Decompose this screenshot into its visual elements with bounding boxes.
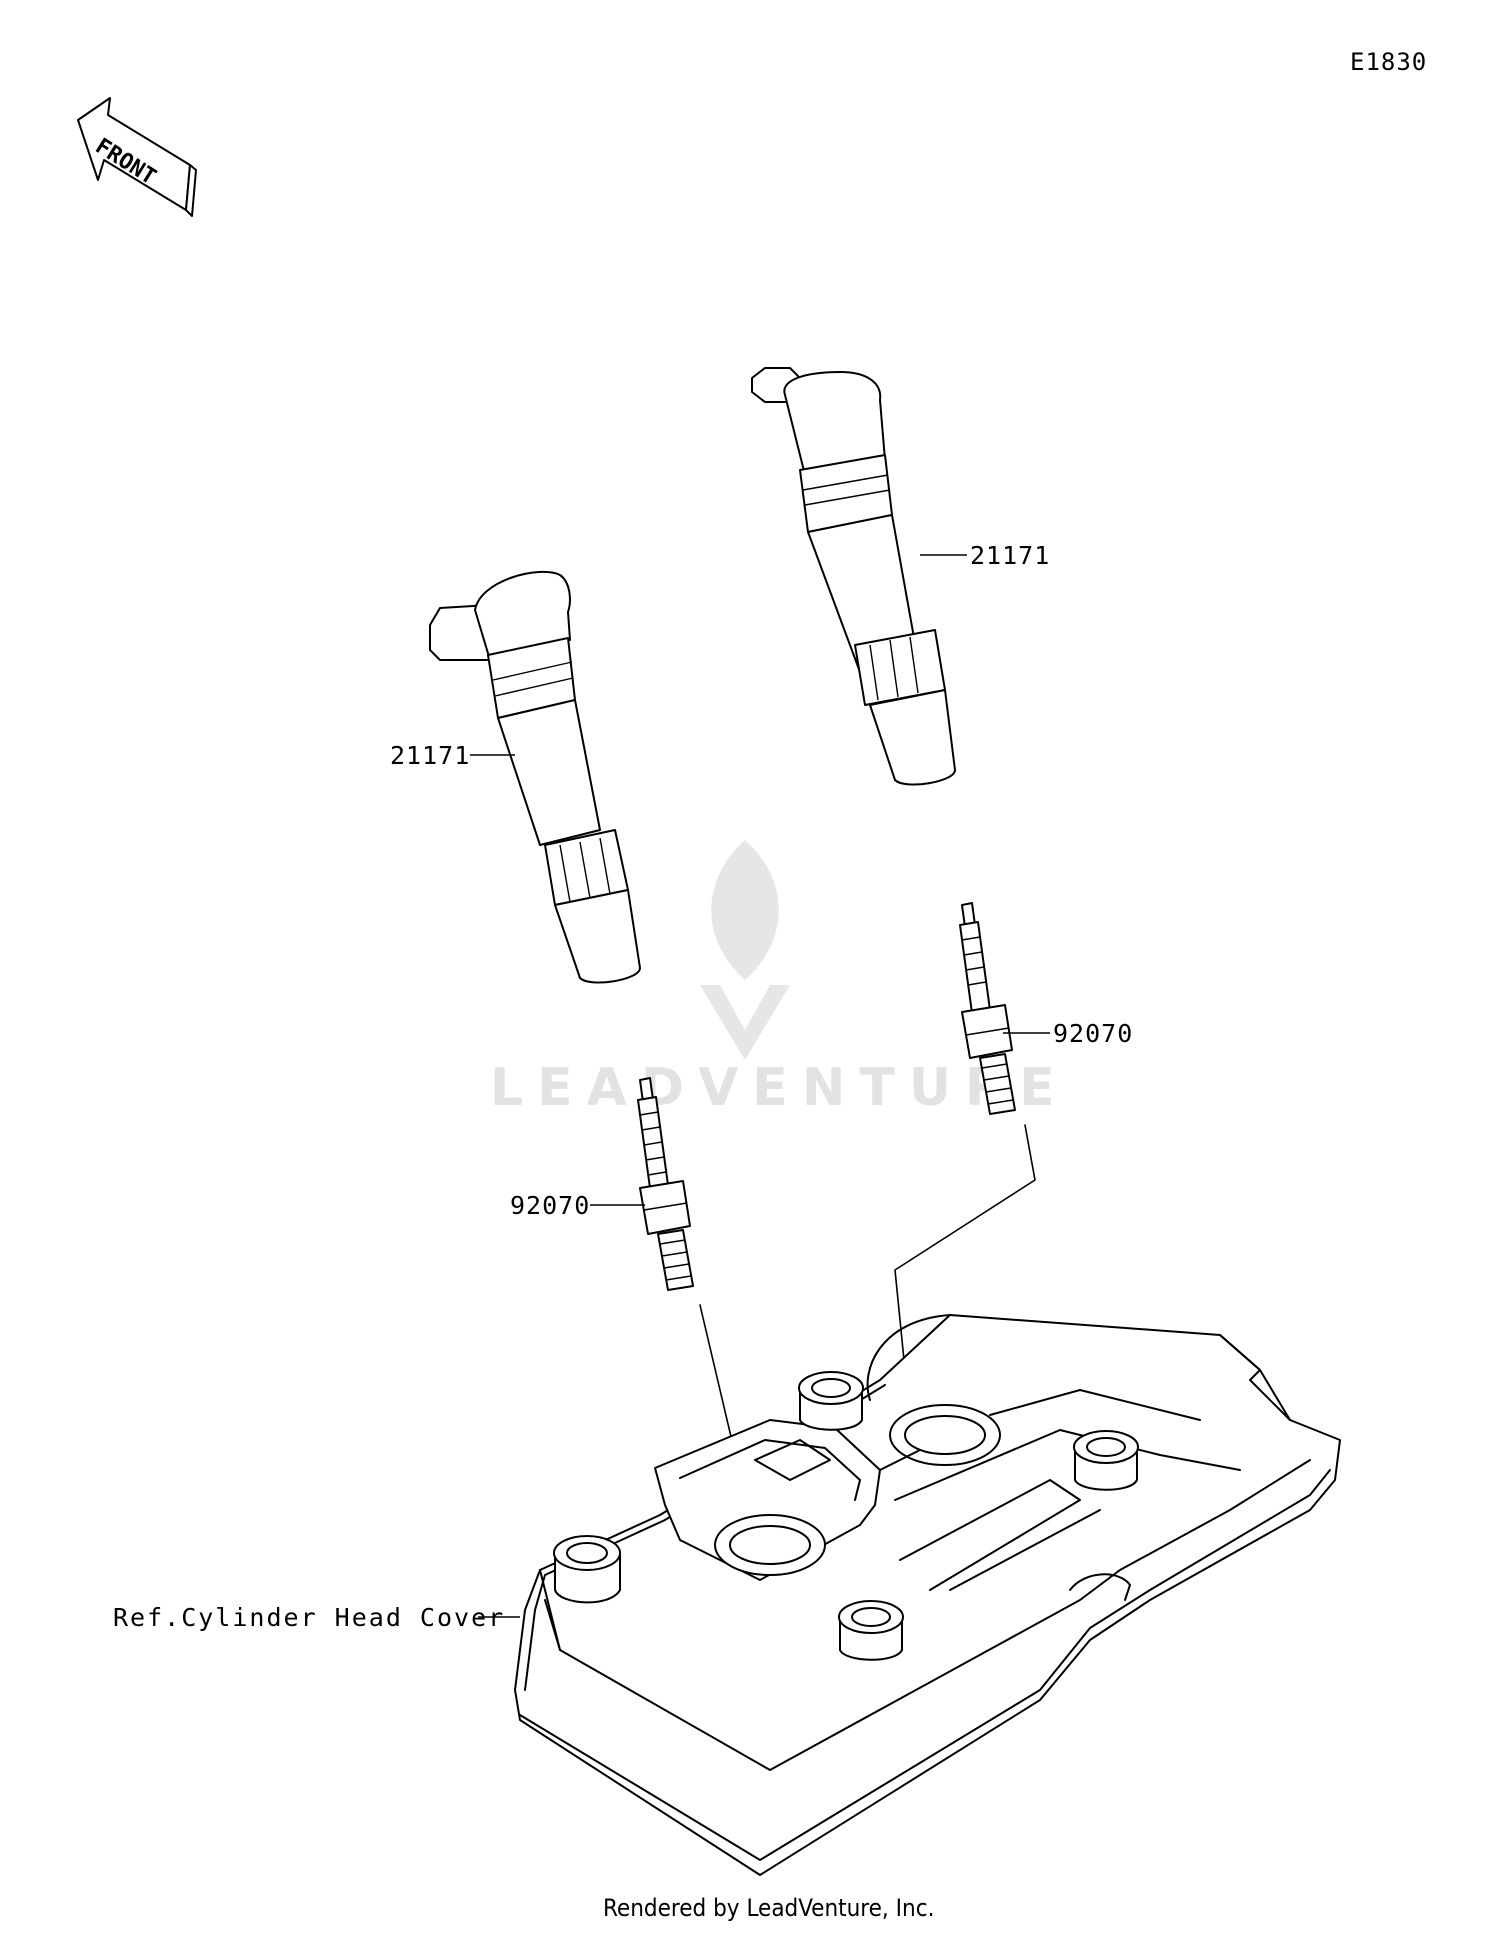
bolt-boss — [798, 1371, 864, 1431]
reference-label: Ref.Cylinder Head Cover — [113, 1603, 505, 1632]
cylinder-head-cover — [514, 1314, 1341, 1876]
watermark-text: LEADVENTURE — [490, 1058, 1069, 1118]
bolt-boss — [838, 1600, 904, 1661]
spark-plug-left — [637, 1077, 694, 1291]
watermark: LEADVENTURE — [490, 840, 1069, 1118]
bolt-boss — [1073, 1430, 1139, 1491]
bolt-boss — [553, 1535, 621, 1604]
ignition-coil-right — [751, 367, 956, 786]
part-label-coil-left[interactable]: 21171 — [390, 741, 470, 770]
spark-plug-right — [959, 902, 1016, 1115]
part-label-plug-left[interactable]: 92070 — [510, 1191, 590, 1220]
part-label-coil-right[interactable]: 21171 — [970, 541, 1050, 570]
ignition-coil-left — [429, 570, 641, 984]
part-label-plug-right[interactable]: 92070 — [1053, 1019, 1133, 1048]
watermark-logo-icon — [700, 840, 790, 1060]
footer-credit: Rendered by LeadVenture, Inc. — [603, 1894, 934, 1922]
front-arrow-icon: FRONT — [77, 97, 197, 217]
leader-lines — [470, 554, 1050, 1618]
diagram-code: E1830 — [1350, 48, 1427, 76]
